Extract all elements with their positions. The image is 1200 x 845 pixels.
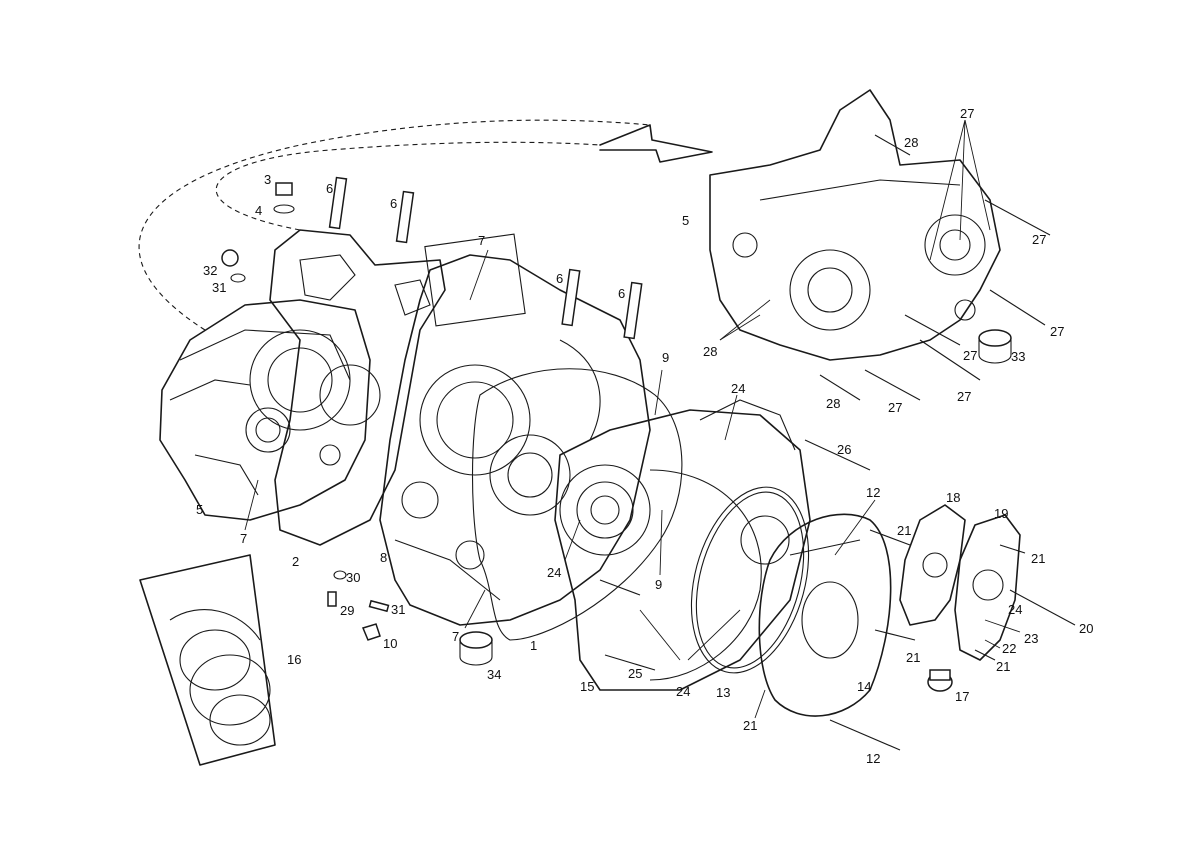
- callout-28-a: 28: [904, 135, 918, 150]
- callout-21-a: 21: [897, 523, 911, 538]
- callout-6-a: 6: [326, 181, 333, 196]
- crankcase-gasket-1: [471, 368, 683, 641]
- flip-arrow: [138, 119, 713, 331]
- callout-25: 25: [628, 666, 642, 681]
- callout-30: 30: [346, 570, 360, 585]
- callout-12-top: 12: [866, 485, 880, 500]
- callout-27-d: 27: [963, 348, 977, 363]
- bushing-34: [459, 631, 493, 666]
- plug-17: [927, 669, 953, 692]
- callout-27-b: 27: [1032, 232, 1046, 247]
- callout-34: 34: [487, 667, 501, 682]
- bolts-clutch-side: [599, 439, 1076, 751]
- callout-21-e: 21: [743, 718, 757, 733]
- crankcase-gasket-2: [269, 229, 446, 546]
- callout-16: 16: [287, 652, 301, 667]
- callout-3: 3: [264, 172, 271, 187]
- callout-19: 19: [994, 506, 1008, 521]
- callout-1: 1: [530, 638, 537, 653]
- callout-31-a: 31: [212, 280, 226, 295]
- clutch-housing-15: [554, 399, 811, 691]
- callout-7-mid: 7: [452, 629, 459, 644]
- callout-13: 13: [716, 685, 730, 700]
- callout-21-b: 21: [1031, 551, 1045, 566]
- callout-21-d: 21: [996, 659, 1010, 674]
- callout-23: 23: [1024, 631, 1038, 646]
- callout-5-left: 5: [196, 502, 203, 517]
- callout-33: 33: [1011, 349, 1025, 364]
- small-hardware: [221, 182, 390, 641]
- callout-29: 29: [340, 603, 354, 618]
- leader-lines: [244, 119, 1021, 719]
- callout-12-bottom: 12: [866, 751, 880, 766]
- callout-27-e: 27: [957, 389, 971, 404]
- callout-24-d: 24: [676, 684, 690, 699]
- right-crankcase-inverted: [709, 89, 1001, 361]
- callout-28-b: 28: [703, 344, 717, 359]
- callout-31-b: 31: [391, 602, 405, 617]
- reed-cover-19: [954, 514, 1021, 661]
- callout-17: 17: [955, 689, 969, 704]
- callout-14: 14: [857, 679, 871, 694]
- callout-24-a: 24: [731, 381, 745, 396]
- callout-18: 18: [946, 490, 960, 505]
- callout-27-f: 27: [888, 400, 902, 415]
- callout-24-c: 24: [1008, 602, 1022, 617]
- callout-27-a: 27: [960, 106, 974, 121]
- gasket-kit-16: [139, 554, 276, 766]
- callout-27-c: 27: [1050, 324, 1064, 339]
- callout-7-top: 7: [478, 233, 485, 248]
- left-crankcase-half: [159, 299, 371, 521]
- bushing-33: [978, 329, 1012, 364]
- callout-6-d: 6: [618, 286, 625, 301]
- callout-5-right: 5: [682, 213, 689, 228]
- callout-21-c: 21: [906, 650, 920, 665]
- callout-9-mid: 9: [655, 577, 662, 592]
- gasket-18: [899, 504, 966, 626]
- callout-2: 2: [292, 554, 299, 569]
- callout-7-left: 7: [240, 531, 247, 546]
- callout-20: 20: [1079, 621, 1093, 636]
- ignition-cover-14: [758, 513, 892, 717]
- callout-26: 26: [837, 442, 851, 457]
- studs-right: [819, 134, 1051, 401]
- callout-9-top: 9: [662, 350, 669, 365]
- cylinder-studs-6: [328, 176, 643, 340]
- callout-32: 32: [203, 263, 217, 278]
- o-ring-13: [690, 486, 810, 674]
- callout-6-c: 6: [556, 271, 563, 286]
- callout-24-b: 24: [547, 565, 561, 580]
- callout-22: 22: [1002, 641, 1016, 656]
- center-crankcase-half: [379, 233, 651, 626]
- callout-8: 8: [380, 550, 387, 565]
- callout-28-c: 28: [826, 396, 840, 411]
- callout-10: 10: [383, 636, 397, 651]
- callout-4: 4: [255, 203, 262, 218]
- callout-labels: 1 2 3 4 5 5 6 6 6 6 7 7 7 8 9 9 10 12 12…: [196, 106, 1093, 766]
- callout-6-b: 6: [390, 196, 397, 211]
- callout-15: 15: [580, 679, 594, 694]
